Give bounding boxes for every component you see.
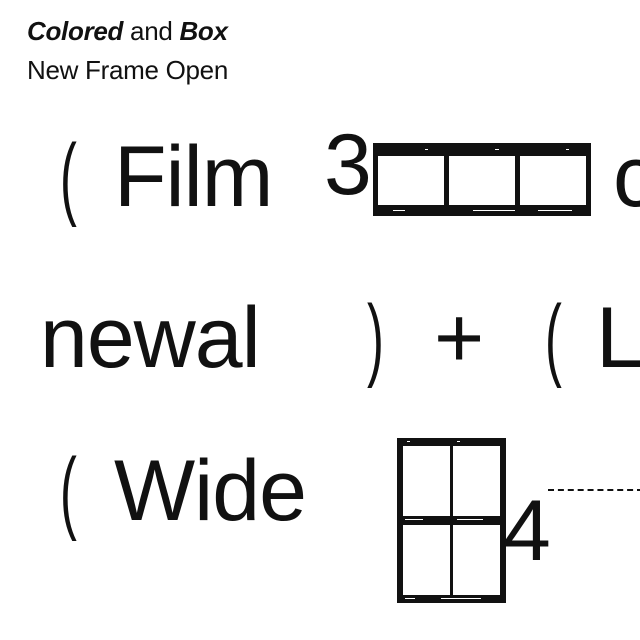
film-frame: [453, 525, 500, 595]
film-marker: [393, 210, 405, 211]
row2-close-paren: ): [367, 287, 384, 389]
film-marker: [405, 519, 423, 520]
row2-word: newal: [40, 290, 261, 386]
row3-open-paren: (: [60, 440, 77, 542]
film-marker: [405, 598, 415, 599]
title-and: and: [123, 16, 180, 46]
title-box: Box: [179, 16, 228, 46]
row1-tail-letter: c: [613, 129, 640, 225]
film-marker: [566, 149, 569, 150]
row2-open-paren: (: [545, 287, 562, 389]
film-frame: [403, 446, 450, 516]
film-frame: [403, 525, 450, 595]
film-marker: [457, 519, 483, 520]
row3-word: Wide: [114, 443, 307, 539]
title-line: Colored and Box: [27, 15, 228, 47]
film-marker: [441, 598, 481, 599]
film-marker: [457, 441, 460, 442]
row3-number: 4: [503, 483, 551, 579]
row1-number: 3: [324, 117, 372, 213]
film-marker: [425, 149, 428, 150]
film-marker: [495, 149, 499, 150]
film-frame: [453, 446, 500, 516]
film-marker: [538, 210, 572, 211]
row2-plus: +: [434, 290, 484, 386]
film-marker: [473, 210, 515, 211]
row1-word: Film: [114, 129, 273, 225]
film-frame: [449, 156, 515, 205]
subtitle: New Frame Open: [27, 55, 228, 85]
film-frame: [520, 156, 586, 205]
dashed-leader-line: [548, 489, 640, 491]
row2-tail-letter: L: [596, 290, 640, 386]
film-strip-tall: [397, 438, 506, 603]
film-marker: [407, 441, 410, 442]
title-colored: Colored: [27, 16, 124, 46]
film-strip-wide: [373, 143, 591, 216]
film-frame: [378, 156, 444, 205]
row1-open-paren: (: [60, 126, 77, 228]
